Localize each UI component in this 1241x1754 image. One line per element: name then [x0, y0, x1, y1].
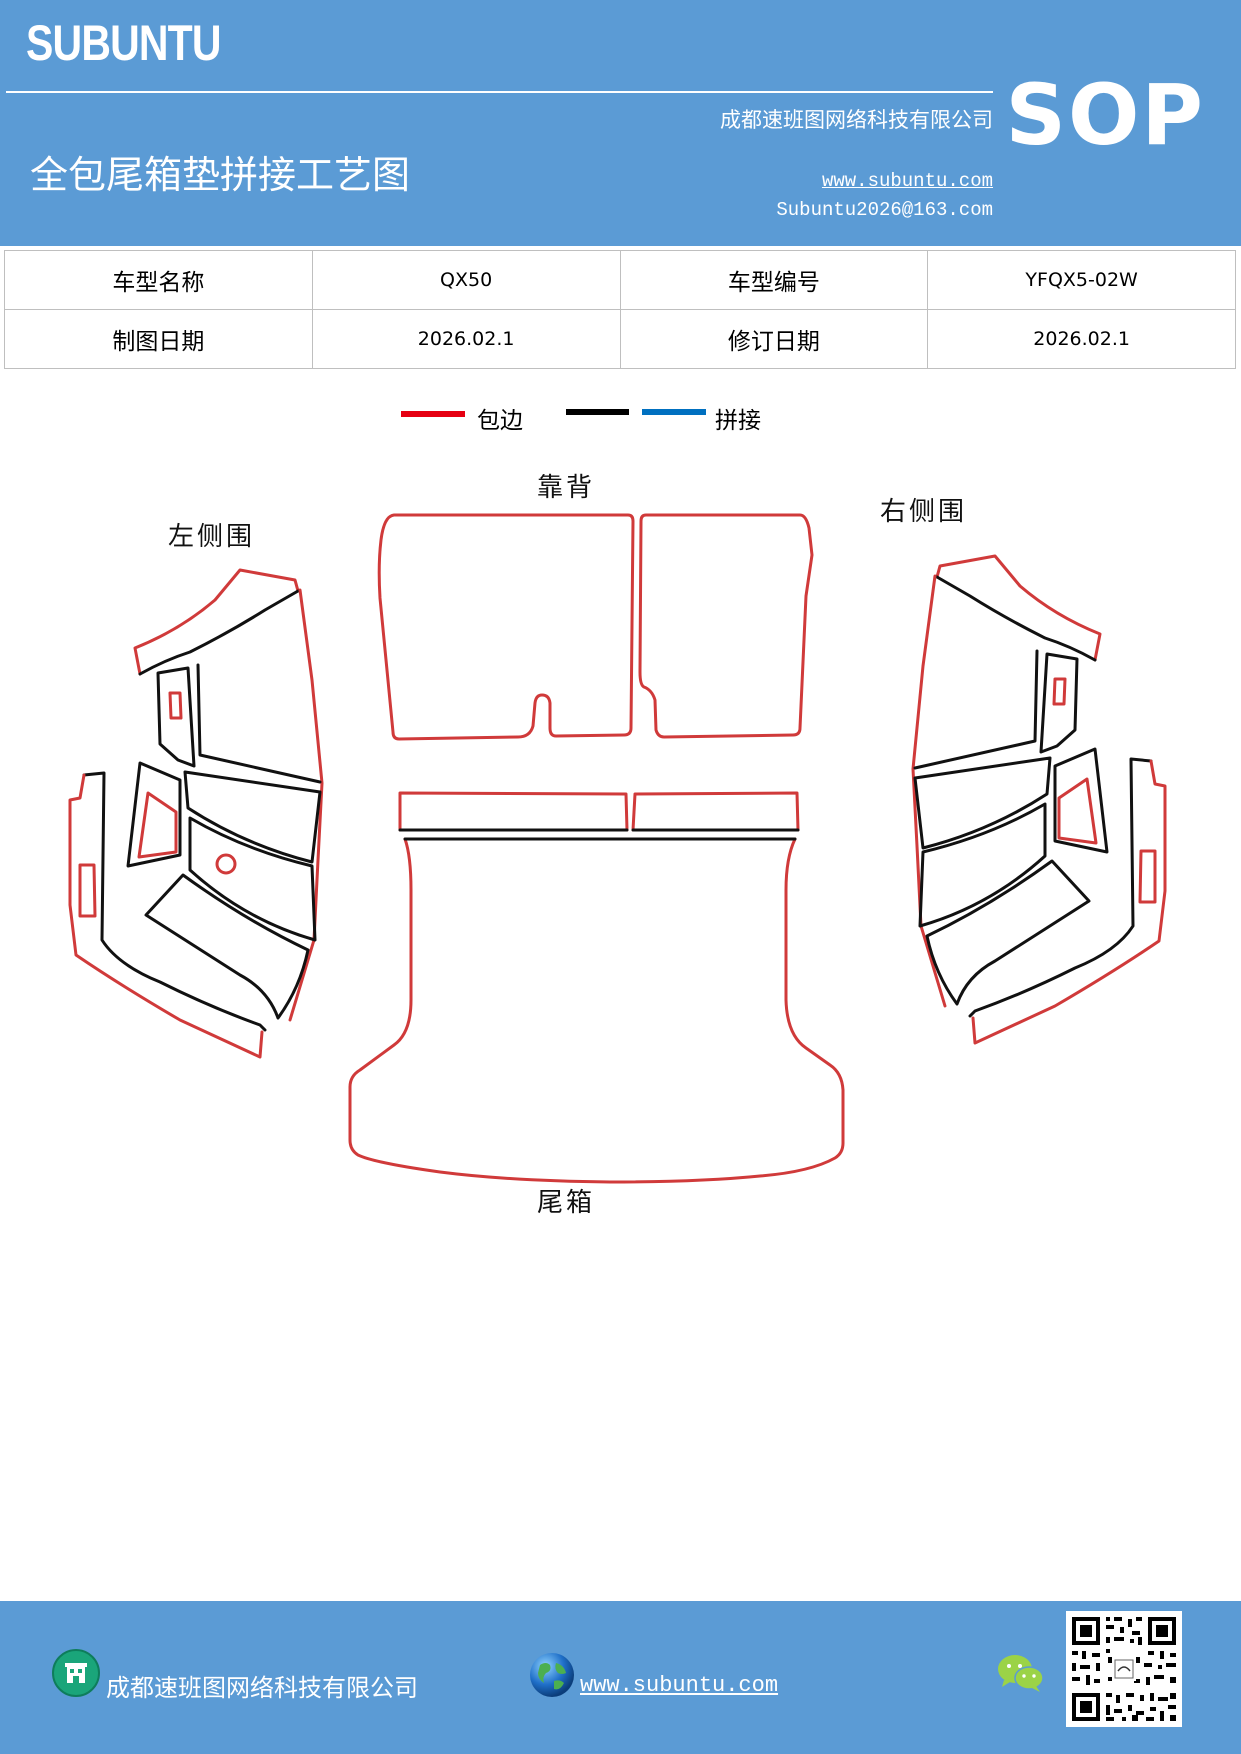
model-name-label: 车型名称: [4, 250, 313, 310]
left-black-panel-d: [144, 873, 310, 1020]
left-small-red-rect: [168, 691, 183, 720]
right-outer-red-right: [911, 574, 947, 1008]
trunk-mat-diagram: 包边 拼接 靠背 左侧围 右侧围 尾箱: [68, 408, 1167, 1218]
sop-label: SOP: [1005, 66, 1205, 164]
page-title: 全包尾箱垫拼接工艺图: [30, 153, 411, 197]
legend-splice-label: 拼接: [715, 408, 761, 434]
header-email: Subuntu2026@163.com: [776, 199, 993, 221]
lower-strip-right: [631, 791, 800, 832]
right-top-black-seam: [935, 575, 1097, 662]
brand-logo: SUBUNTU: [26, 15, 222, 71]
left-black-panel-c: [188, 816, 317, 942]
globe-icon: [530, 1653, 574, 1697]
qr-code[interactable]: [1066, 1611, 1182, 1727]
left-outer-red-right: [288, 588, 324, 1022]
footer-website-link[interactable]: www.subuntu.com: [580, 1673, 779, 1698]
right-black-panel-c: [918, 802, 1047, 928]
table-row: 制图日期 2026.02.1 修订日期 2026.02.1: [4, 309, 1236, 369]
left-outer-black-back: [82, 771, 267, 1032]
right-black-panel-a: [1039, 652, 1079, 754]
right-black-panel-b: [913, 756, 1052, 850]
building-icon: [52, 1649, 100, 1697]
backrest-right-panel: [638, 513, 814, 739]
vehicle-info-table: 车型名称 QX50 车型编号 YFQX5-02W 制图日期 2026.02.1 …: [4, 250, 1236, 369]
right-black-panel-e: [1053, 747, 1109, 854]
left-side-label: 左侧围: [168, 522, 255, 552]
header-divider: [6, 91, 993, 93]
model-code-value: YFQX5-02W: [927, 250, 1236, 310]
left-outer-red-bottom: [68, 773, 264, 1059]
footer-banner: 成都速班图网络科技有限公司 www.subuntu.com: [0, 1601, 1241, 1754]
left-red-slot-b: [78, 863, 97, 918]
right-outer-black-back: [968, 757, 1153, 1018]
wechat-icon: [998, 1655, 1044, 1692]
left-top-red-edge: [133, 568, 300, 676]
revise-date-label: 修订日期: [619, 309, 929, 369]
header-banner: SUBUNTU 成都速班图网络科技有限公司 全包尾箱垫拼接工艺图 www.sub…: [0, 0, 1241, 246]
footer-company: 成都速班图网络科技有限公司: [106, 1674, 418, 1702]
right-top-red-edge: [935, 554, 1102, 662]
draw-date-label: 制图日期: [4, 309, 313, 369]
right-side-wall: [911, 554, 1167, 1045]
right-inner-black: [913, 649, 1039, 770]
trunk-floor-panel: [348, 837, 845, 1184]
lower-strip-left: [398, 791, 629, 832]
header-website-link[interactable]: www.subuntu.com: [821, 170, 993, 192]
draw-date-value: 2026.02.1: [311, 309, 621, 369]
left-top-black-seam: [138, 589, 300, 676]
right-outer-red-bottom: [971, 759, 1167, 1045]
model-code-label: 车型编号: [619, 250, 929, 310]
right-small-red-rect: [1052, 677, 1067, 706]
right-side-label: 右侧围: [880, 497, 967, 527]
revise-date-value: 2026.02.1: [927, 309, 1236, 369]
left-inner-black: [196, 663, 322, 784]
left-hole: [215, 853, 237, 875]
right-red-slot-b: [1138, 849, 1157, 904]
model-name-value: QX50: [311, 250, 621, 310]
right-red-slot-a: [1057, 777, 1098, 845]
legend-edge-label: 包边: [477, 408, 523, 434]
left-black-panel-e: [126, 761, 182, 868]
legend: 包边 拼接: [401, 408, 761, 434]
left-black-panel-a: [156, 666, 196, 768]
right-black-panel-d: [925, 859, 1091, 1006]
header-company: 成都速班图网络科技有限公司: [720, 108, 993, 132]
table-row: 车型名称 QX50 车型编号 YFQX5-02W: [4, 250, 1236, 310]
backrest-left-panel: [377, 513, 635, 741]
left-black-panel-b: [183, 770, 322, 864]
backrest-label: 靠背: [537, 473, 595, 503]
left-red-slot-a: [137, 791, 178, 859]
left-side-wall: [68, 568, 324, 1059]
trunk-label: 尾箱: [537, 1188, 595, 1218]
